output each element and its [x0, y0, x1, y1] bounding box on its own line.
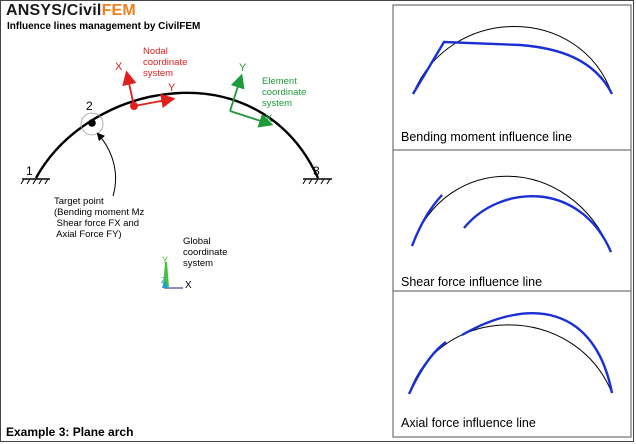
panel-2-arch — [411, 175, 612, 253]
global-x-label: X — [185, 280, 192, 291]
figure-caption: Example 3: Plane arch — [6, 425, 134, 439]
panel-3-influence-segment-2 — [461, 312, 614, 394]
element-system-label: Element coordinate system — [262, 76, 307, 109]
global-z-label: Z — [161, 276, 166, 285]
global-triad — [162, 262, 183, 289]
panel-3-influence-segment-1 — [407, 341, 447, 395]
panel-2-caption: Shear force influence line — [401, 275, 543, 289]
target-point-leader — [96, 132, 117, 197]
panel-1-arch — [412, 26, 613, 95]
support-left — [20, 178, 50, 185]
arch-curve — [34, 91, 320, 179]
global-y-label: Y — [162, 255, 169, 265]
target-point-node — [88, 119, 96, 127]
global-system-label: Global coordinate system — [183, 236, 228, 269]
support-right — [302, 178, 332, 185]
nodal-y-axis — [133, 93, 176, 109]
panel-3-caption: Axial force influence line — [401, 416, 536, 430]
subtitle: Influence lines management by CivilFEM — [7, 21, 201, 32]
element-x-axis — [229, 110, 274, 128]
panel-2-box — [392, 149, 632, 292]
nodal-x-label: X — [115, 61, 123, 73]
element-x-label: X — [265, 113, 273, 125]
target-point-label: Target point (Bending moment Mz Shear fo… — [54, 196, 145, 240]
node-label-1: 1 — [26, 164, 33, 178]
panel-2-influence-segment-2 — [463, 194, 613, 253]
element-y-label: Y — [239, 62, 247, 74]
element-y-axis — [229, 73, 245, 112]
nodal-x-axis — [122, 70, 137, 107]
panel-1-caption: Bending moment influence line — [401, 130, 572, 144]
panel-2-influence-segment-1 — [410, 194, 443, 247]
node-label-2: 2 — [86, 99, 93, 113]
node-label-3: 3 — [313, 164, 320, 178]
panel-3-box — [392, 290, 632, 438]
nodal-y-label: Y — [168, 82, 176, 94]
target-point-halo — [80, 112, 104, 136]
panel-3-arch — [408, 324, 613, 395]
brand-logo: ANSYS/CivilFEM — [6, 2, 136, 19]
nodal-system-label: Nodal coordinate system — [143, 46, 188, 79]
panel-1-influence-line — [411, 40, 614, 95]
